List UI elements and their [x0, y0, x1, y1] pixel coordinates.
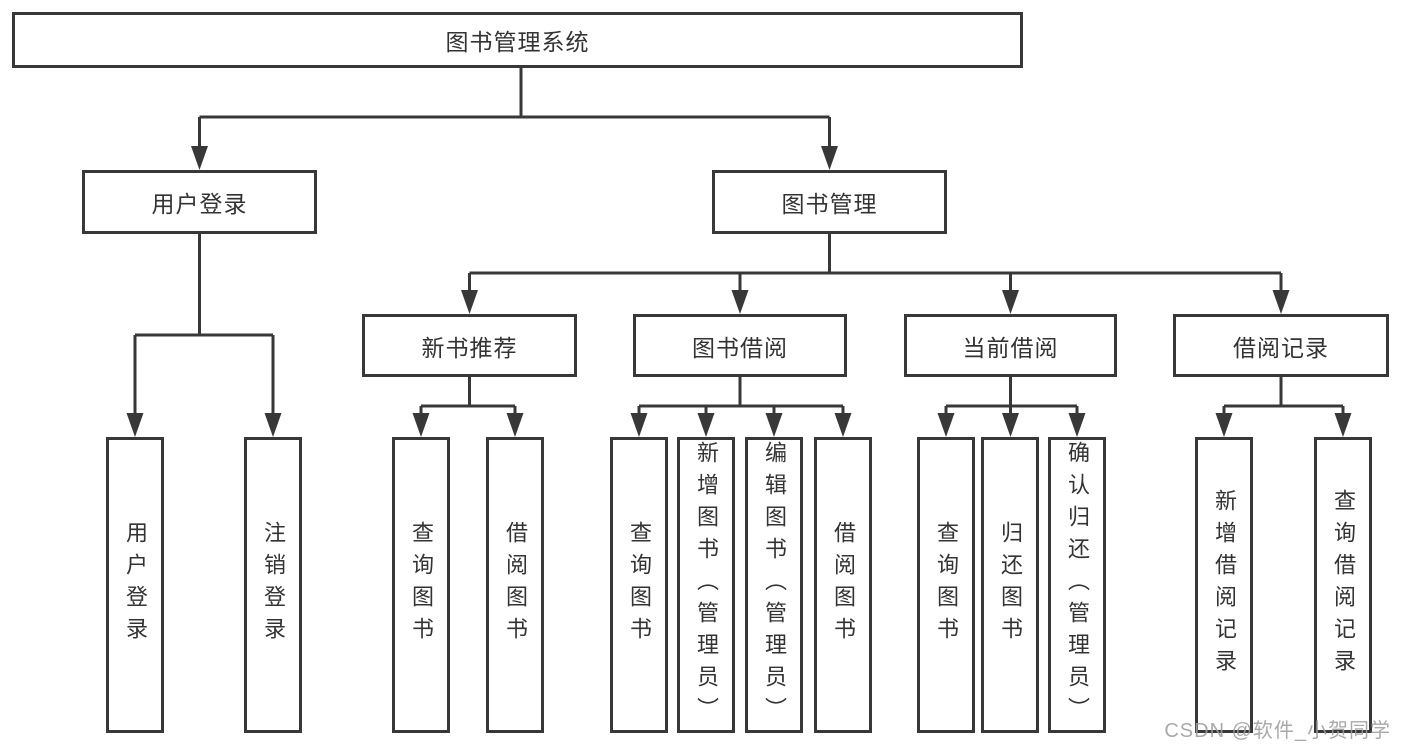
- leaf-node-borrow-books-recommend: 借阅图书: [486, 437, 544, 733]
- arrowhead-icon: [126, 146, 1352, 437]
- connector-lines: [133, 68, 1345, 414]
- leaf-node-confirm-return-admin: 确认归还（管理员）: [1048, 437, 1106, 733]
- arrowheads: [126, 146, 1352, 437]
- node-user-login: 用户登录: [82, 170, 317, 234]
- leaf-node-query-books-current: 查询图书: [917, 437, 975, 733]
- node-current-borrowing: 当前借阅: [904, 314, 1117, 377]
- leaf-node-user-login: 用户登录: [106, 437, 164, 733]
- csdn-watermark: CSDN @软件_小贺同学: [1164, 720, 1391, 742]
- leaf-node-edit-books-admin: 编辑图书（管理员）: [745, 437, 803, 733]
- node-new-book-recommendation: 新书推荐: [362, 314, 577, 377]
- leaf-node-add-borrow-record: 新增借阅记录: [1195, 437, 1253, 733]
- leaf-node-borrow-books-borrowing: 借阅图书: [814, 437, 872, 733]
- node-library-management-system: 图书管理系统: [12, 12, 1023, 68]
- leaf-node-query-books-recommend: 查询图书: [392, 437, 450, 733]
- leaf-node-query-borrow-record: 查询借阅记录: [1314, 437, 1372, 733]
- leaf-node-query-books-borrowing: 查询图书: [610, 437, 668, 733]
- leaf-node-add-books-admin: 新增图书（管理员）: [677, 437, 735, 733]
- node-book-management: 图书管理: [712, 170, 947, 234]
- connector-line-path: [133, 68, 1345, 414]
- node-borrowing-records: 借阅记录: [1173, 314, 1389, 377]
- leaf-node-return-books: 归还图书: [981, 437, 1039, 733]
- node-book-borrowing: 图书借阅: [633, 314, 847, 377]
- leaf-node-logout: 注销登录: [244, 437, 302, 733]
